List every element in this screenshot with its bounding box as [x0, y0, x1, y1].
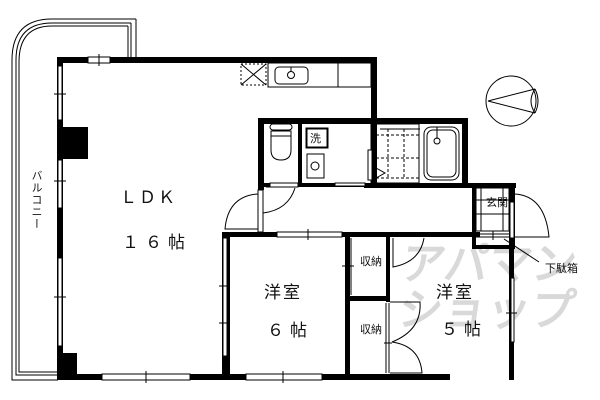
washer-label: 洗: [310, 132, 321, 145]
wall-left: [57, 57, 63, 380]
wall-top: [57, 57, 377, 63]
western2-room-name: 洋室: [436, 283, 474, 303]
pillar-lower: [57, 353, 77, 380]
bathtub: [423, 126, 460, 181]
stove: [240, 63, 267, 86]
toilet-icon: [270, 136, 292, 161]
wash-basin: [306, 153, 325, 179]
kitchen-counter: [267, 62, 372, 88]
balcony-outline: [11, 18, 136, 381]
ldk-room-size: １６帖: [122, 233, 191, 253]
entrance-label: 玄関: [486, 196, 508, 209]
pillar-upper: [57, 127, 88, 159]
storage2-label: 収納: [360, 323, 382, 336]
ldk-room-name: ＬＤＫ: [120, 188, 177, 208]
balcony-label: バルコニー: [30, 170, 43, 230]
storage1-label: 収納: [360, 255, 382, 268]
washer-box: [305, 127, 329, 149]
shoe-cabinet-label: 下駄箱: [545, 262, 578, 275]
western2-room-size: ５帖: [441, 320, 487, 340]
western1-room-name: 洋室: [264, 283, 302, 303]
compass-icon: [485, 75, 539, 127]
western1-room-size: ６帖: [267, 321, 313, 341]
shoe-cabinet-leader: [503, 238, 540, 263]
